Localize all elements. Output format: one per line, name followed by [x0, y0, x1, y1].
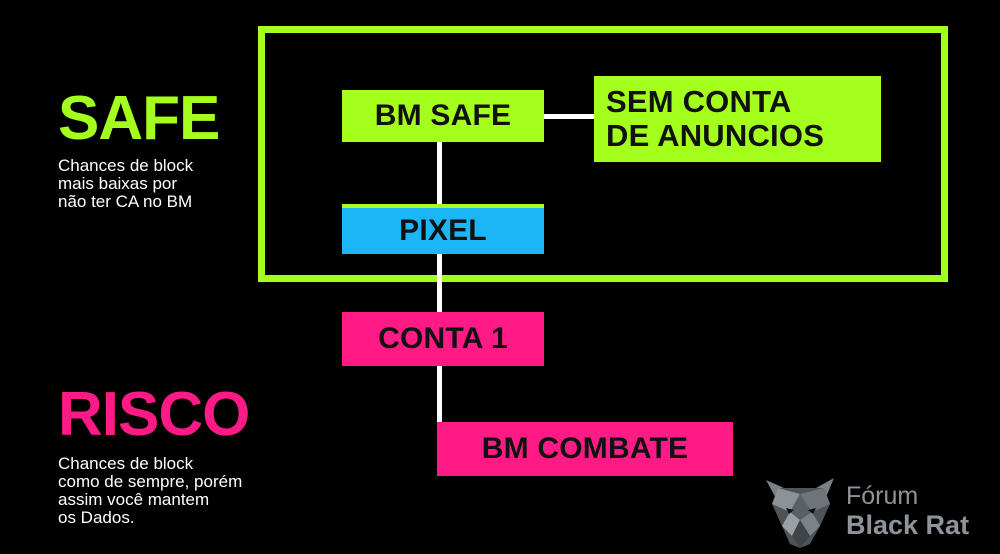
risk-description-line-4: os Dados.	[58, 508, 135, 527]
safe-description: Chances de block mais baixas por não ter…	[58, 157, 193, 211]
connector-bm-safe-to-pixel	[437, 142, 442, 204]
logo-text-forum: Fórum	[846, 482, 919, 510]
risk-title: RISCO	[58, 380, 250, 449]
node-bm-combate-label: BM COMBATE	[481, 432, 689, 465]
forum-black-rat-logo	[762, 474, 992, 550]
risk-description-line-2: como de sempre, porém	[58, 472, 243, 491]
risk-description-line-3: assim você mantem	[58, 490, 210, 509]
connector-conta-1-to-bm-combate	[437, 366, 442, 422]
logo-text: Fórum Black Rat	[846, 484, 969, 539]
logo-text-black-rat: Black Rat	[846, 510, 970, 540]
risk-description-line-1: Chances de block	[58, 454, 194, 473]
node-sem-conta-line-2: DE ANUNCIOS	[606, 118, 825, 153]
safe-description-line-3: não ter CA no BM	[58, 192, 193, 211]
node-bm-safe: BM SAFE	[342, 90, 544, 142]
node-sem-conta-line-1: SEM CONTA	[606, 84, 792, 119]
rat-head-icon	[766, 478, 834, 548]
node-pixel-label: PIXEL	[399, 214, 487, 247]
node-sem-conta-de-anuncios: SEM CONTA DE ANUNCIOS	[594, 76, 881, 162]
risk-description: Chances de block como de sempre, porém a…	[58, 455, 242, 527]
safe-description-line-2: mais baixas por	[58, 174, 178, 193]
node-bm-combate: BM COMBATE	[437, 422, 733, 476]
safe-title: SAFE	[58, 84, 220, 153]
safe-zone-frame	[258, 26, 948, 282]
node-conta-1-label: CONTA 1	[378, 322, 508, 355]
connector-bm-safe-to-sem-conta	[544, 114, 596, 119]
node-conta-1: CONTA 1	[342, 312, 544, 366]
safe-description-line-1: Chances de block	[58, 156, 194, 175]
node-bm-safe-label: BM SAFE	[374, 99, 512, 132]
connector-pixel-to-conta-1	[437, 254, 442, 312]
node-pixel: PIXEL	[342, 204, 544, 254]
